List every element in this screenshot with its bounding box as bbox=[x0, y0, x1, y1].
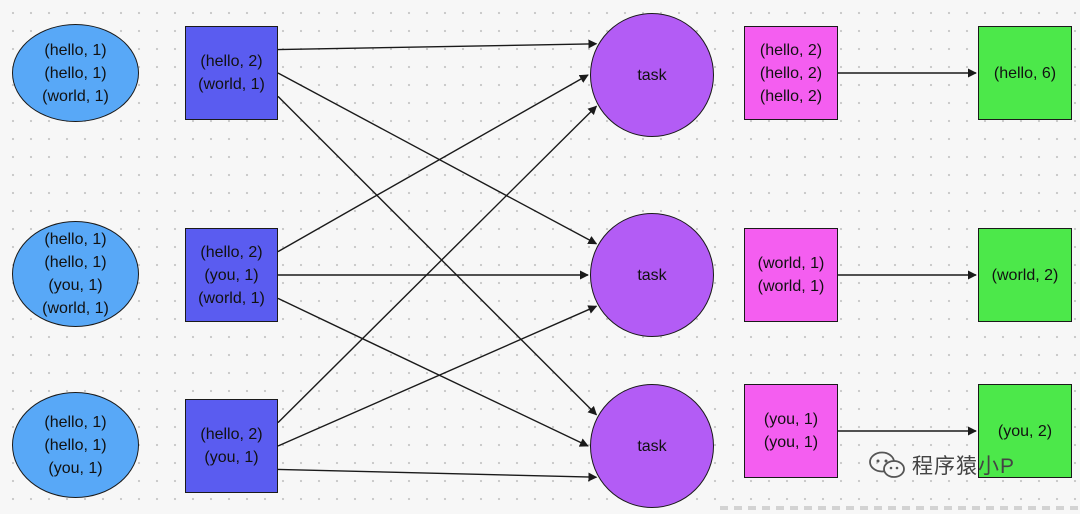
result-count-2-line: (world, 2) bbox=[991, 266, 1059, 284]
result-count-1: (hello, 6) bbox=[978, 26, 1072, 120]
wechat-logo-icon bbox=[869, 451, 905, 478]
watermark: 程序猿小P bbox=[868, 449, 1078, 481]
input-split-3: (hello, 1) (hello, 1) (you, 1) bbox=[12, 392, 139, 498]
map-output-3: (hello, 2) (you, 1) bbox=[185, 399, 278, 493]
reduce-task-1: task bbox=[590, 13, 714, 137]
map-output-3-line: (you, 1) bbox=[204, 449, 259, 466]
reduce-task-2-label: task bbox=[637, 266, 667, 284]
map-output-2-line: (world, 1) bbox=[198, 289, 265, 307]
input-split-2-line: (world, 1) bbox=[42, 300, 109, 317]
input-split-3-line: (hello, 1) bbox=[44, 413, 107, 431]
input-split-2-line: (hello, 1) bbox=[44, 231, 107, 248]
grouped-keys-1-line: (hello, 2) bbox=[759, 64, 823, 82]
watermark-text: 程序猿小P bbox=[912, 455, 1016, 478]
grouped-keys-3-line: (you, 1) bbox=[763, 411, 819, 428]
grouped-keys-3-line: (you, 1) bbox=[763, 434, 819, 451]
input-split-3-line: (hello, 1) bbox=[44, 436, 107, 454]
grouped-keys-1: (hello, 2) (hello, 2) (hello, 2) bbox=[744, 26, 838, 120]
input-split-2-line: (hello, 1) bbox=[44, 254, 107, 271]
bottom-dashed-border bbox=[720, 506, 1080, 510]
result-count-1-line: (hello, 6) bbox=[993, 64, 1057, 82]
reduce-task-1-label: task bbox=[637, 66, 667, 84]
edge-mapped-1-to-task-2 bbox=[277, 297, 589, 447]
map-output-2-line: (hello, 2) bbox=[200, 243, 263, 261]
map-output-2-line: (you, 1) bbox=[204, 266, 259, 284]
map-output-1: (hello, 2) (world, 1) bbox=[185, 26, 278, 120]
result-count-2: (world, 2) bbox=[978, 228, 1072, 322]
edge-mapped-0-to-task-2 bbox=[277, 95, 598, 416]
input-split-1-line: (world, 1) bbox=[42, 87, 109, 105]
input-split-2: (hello, 1) (hello, 1) (you, 1) (world, 1… bbox=[12, 221, 139, 327]
map-output-3-line: (hello, 2) bbox=[200, 426, 263, 443]
edge-mapped-0-to-task-0 bbox=[277, 39, 598, 51]
grouped-keys-1-line: (hello, 2) bbox=[759, 87, 823, 105]
result-count-3: (you, 2) bbox=[978, 384, 1072, 478]
map-output-1-line: (hello, 2) bbox=[200, 53, 263, 70]
input-split-2-line: (you, 1) bbox=[48, 277, 103, 294]
input-split-1-line: (hello, 1) bbox=[44, 41, 107, 59]
reduce-task-3: task bbox=[590, 384, 714, 508]
reduce-task-3-label: task bbox=[637, 437, 667, 455]
grouped-keys-2-line: (world, 1) bbox=[757, 278, 825, 295]
result-count-3-line: (you, 2) bbox=[997, 422, 1053, 440]
map-output-2: (hello, 2) (you, 1) (world, 1) bbox=[185, 228, 278, 322]
input-split-1: (hello, 1) (hello, 1) (world, 1) bbox=[12, 24, 139, 122]
grouped-keys-3: (you, 1) (you, 1) bbox=[744, 384, 838, 478]
edge-mapped-2-to-task-1 bbox=[277, 305, 598, 447]
edge-mapped-1-to-task-0 bbox=[277, 74, 589, 253]
input-split-1-line: (hello, 1) bbox=[44, 64, 107, 82]
edge-mapped-0-to-task-1 bbox=[277, 72, 598, 245]
input-split-3-line: (you, 1) bbox=[48, 459, 103, 477]
grouped-keys-2: (world, 1) (world, 1) bbox=[744, 228, 838, 322]
edge-mapped-2-to-task-0 bbox=[277, 105, 598, 424]
edge-mapped-2-to-task-2 bbox=[277, 468, 598, 482]
reduce-task-2: task bbox=[590, 213, 714, 337]
grouped-keys-1-line: (hello, 2) bbox=[759, 41, 823, 59]
map-output-1-line: (world, 1) bbox=[198, 76, 265, 93]
grouped-keys-2-line: (world, 1) bbox=[757, 255, 825, 272]
